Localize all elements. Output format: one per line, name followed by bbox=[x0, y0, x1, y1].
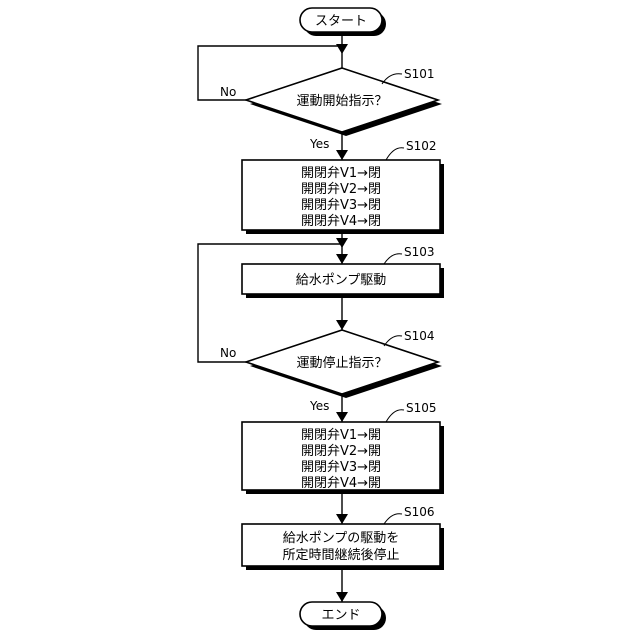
process-s106: 給水ポンプの駆動を 所定時間継続後停止 bbox=[242, 524, 444, 570]
arrowhead-merge-2 bbox=[336, 238, 348, 248]
s106-line-2: 所定時間継続後停止 bbox=[282, 547, 399, 563]
s103-tag: S103 bbox=[404, 245, 435, 259]
arrowhead-s104 bbox=[336, 320, 348, 330]
s101-yes-label: Yes bbox=[309, 137, 329, 151]
arrowhead-s103 bbox=[336, 254, 348, 264]
s106-tag-leader bbox=[384, 514, 402, 524]
s103-text: 給水ポンプ駆動 bbox=[296, 273, 387, 288]
arrowhead-s105 bbox=[336, 412, 348, 422]
s106-line-1: 給水ポンプの駆動を bbox=[283, 531, 400, 546]
s105-tag: S105 bbox=[406, 401, 437, 415]
s105-line-1: 開閉弁V1→開 bbox=[301, 428, 381, 443]
process-s103: 給水ポンプ駆動 bbox=[242, 264, 444, 298]
s102-tag: S102 bbox=[406, 139, 437, 153]
s101-no-label: No bbox=[220, 85, 236, 99]
s104-no-label: No bbox=[220, 346, 236, 360]
s102-tag-leader bbox=[386, 148, 404, 160]
s105-line-4: 開閉弁V4→開 bbox=[301, 476, 381, 491]
end-label: エンド bbox=[321, 608, 360, 623]
s101-tag: S101 bbox=[404, 67, 435, 81]
decision-s104-text: 運動停止指示？ bbox=[296, 355, 387, 371]
s104-yes-label: Yes bbox=[309, 399, 329, 413]
s105-line-2: 開閉弁V2→開 bbox=[301, 444, 381, 459]
s102-line-2: 開閉弁V2→閉 bbox=[301, 182, 381, 197]
arrowhead-s102 bbox=[336, 150, 348, 160]
process-s102: 開閉弁V1→閉 開閉弁V2→閉 開閉弁V3→閉 開閉弁V4→閉 bbox=[242, 160, 444, 234]
end-terminator: エンド bbox=[300, 602, 386, 630]
arrowhead-end bbox=[336, 592, 348, 602]
s103-tag-leader bbox=[384, 254, 402, 264]
arrowhead-s106 bbox=[336, 514, 348, 524]
s102-line-4: 開閉弁V4→閉 bbox=[301, 214, 381, 229]
s105-tag-leader bbox=[386, 410, 404, 422]
s106-tag: S106 bbox=[404, 505, 435, 519]
start-label: スタート bbox=[315, 14, 367, 29]
process-s105: 開閉弁V1→開 開閉弁V2→開 開閉弁V3→閉 開閉弁V4→開 bbox=[242, 422, 444, 494]
s105-line-3: 開閉弁V3→閉 bbox=[301, 460, 381, 475]
start-terminator: スタート bbox=[300, 8, 386, 36]
s102-line-3: 開閉弁V3→閉 bbox=[301, 198, 381, 213]
decision-s101-text: 運動開始指示？ bbox=[296, 94, 387, 109]
s104-tag: S104 bbox=[404, 329, 435, 343]
s102-line-1: 開閉弁V1→閉 bbox=[301, 166, 381, 181]
